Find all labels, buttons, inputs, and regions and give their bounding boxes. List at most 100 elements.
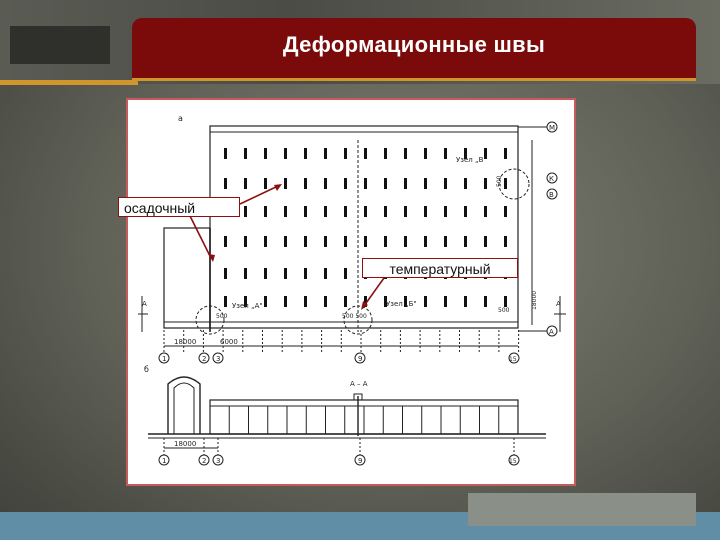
column-mark [264,178,267,189]
column-mark [264,206,267,217]
dim-500-c: 500 [498,307,510,314]
column-mark [424,236,427,247]
column-mark [464,206,467,217]
column-mark [384,206,387,217]
svg-text:2: 2 [202,457,206,465]
svg-text:15: 15 [509,458,517,465]
column-mark [484,178,487,189]
node-a-circle [195,305,225,335]
column-mark [224,178,227,189]
column-mark [344,296,347,307]
column-mark [284,148,287,159]
column-mark [504,236,507,247]
column-mark [484,236,487,247]
plan-axis-markers: 1 2 3 9 15 [158,352,520,364]
column-mark [424,178,427,189]
plan-dim-ticks [163,330,520,352]
thermal-joint-callout: температурный [362,258,518,278]
column-grid [224,148,507,307]
column-mark [224,236,227,247]
column-mark [244,178,247,189]
plan-mark: а [178,114,183,123]
column-mark [264,268,267,279]
axis-label-V: В [549,191,554,199]
column-mark [284,236,287,247]
upper-block-outline [209,125,519,329]
column-mark [404,296,407,307]
svg-text:1: 1 [162,355,166,363]
column-mark [424,148,427,159]
column-mark [304,206,307,217]
column-mark [404,148,407,159]
accent-stripe [0,80,138,85]
column-mark [264,296,267,307]
svg-text:9: 9 [358,457,362,465]
section-title: А – А [350,380,368,388]
dim-18000-section: 18000 [174,440,196,448]
column-mark [324,206,327,217]
column-mark [324,236,327,247]
column-mark [464,178,467,189]
footer-box [468,493,696,526]
column-mark [344,236,347,247]
column-mark [504,178,507,189]
column-mark [224,296,227,307]
svg-text:3: 3 [216,355,220,363]
column-mark [284,296,287,307]
column-mark [484,296,487,307]
column-mark [504,296,507,307]
column-mark [364,148,367,159]
drawing-frame: а М К В А Узел „В" Узел „А" Узел „Б" 50 [126,98,576,486]
column-mark [304,236,307,247]
column-mark [444,206,447,217]
axis-label-A: А [549,328,554,336]
column-mark [264,236,267,247]
column-mark [464,148,467,159]
dim-6000: 6000 [220,338,238,346]
column-mark [504,206,507,217]
dim-500-b: 500 500 [342,313,367,320]
column-mark [244,296,247,307]
logo-placeholder [10,26,110,64]
arrow-settle-up [239,185,279,205]
column-mark [224,148,227,159]
column-mark [284,178,287,189]
section-mark: б [144,365,149,374]
column-mark [284,206,287,217]
column-mark [404,206,407,217]
column-mark [444,236,447,247]
dim-18000-plan: 18000 [174,338,196,346]
column-mark [344,268,347,279]
column-mark [324,148,327,159]
svg-text:9: 9 [358,355,362,363]
column-mark [384,178,387,189]
column-mark [464,296,467,307]
column-mark [244,268,247,279]
column-mark [404,178,407,189]
column-mark [384,236,387,247]
column-mark [504,148,507,159]
section-axis-markers: 1 2 3 9 15 [158,438,520,466]
column-mark [244,236,247,247]
dim-500-a: 500 [216,313,228,320]
column-mark [324,268,327,279]
column-mark [304,148,307,159]
column-mark [464,236,467,247]
dim-18000-right: 18000 [531,291,538,310]
slide-title: Деформационные швы [282,32,546,57]
column-mark [224,268,227,279]
column-mark [404,236,407,247]
column-mark [364,206,367,217]
svg-text:А: А [142,300,147,308]
column-mark [304,296,307,307]
callout-arrows [187,184,385,310]
section-cut-left: А [138,296,148,332]
column-mark [344,206,347,217]
column-mark [364,236,367,247]
svg-text:1: 1 [162,457,166,465]
column-mark [444,296,447,307]
column-mark [244,206,247,217]
column-mark [264,148,267,159]
svg-text:3: 3 [216,457,220,465]
column-mark [244,148,247,159]
